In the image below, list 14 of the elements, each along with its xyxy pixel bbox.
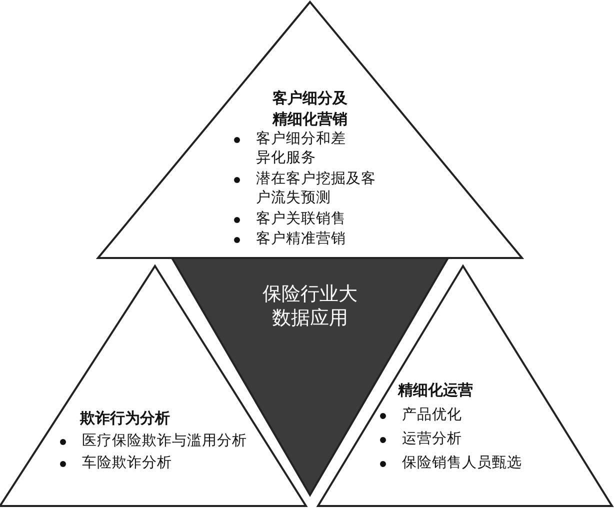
panel-heading: 保险行业大数据应用 (262, 282, 358, 330)
bullet-text: 客户精准营销 (256, 230, 346, 249)
bullet-text: 车险欺诈分析 (82, 454, 172, 473)
bullet-text: 潜在客户挖掘及客户流失预测 (256, 170, 376, 208)
panel-heading: 欺诈行为分析 (80, 408, 171, 429)
bullet-text: 保险销售人员甄选 (402, 454, 522, 473)
bullet-text: 客户关联销售 (256, 210, 346, 229)
bullet-text: 运营分析 (402, 430, 462, 449)
bullet-text: 产品优化 (402, 406, 462, 425)
bullet-text: 客户细分和差异化服务 (256, 130, 347, 168)
bullet-text: 医疗保险欺诈与滥用分析 (82, 432, 247, 451)
panel-heading: 客户细分及精细化营销 (271, 88, 348, 130)
triangle-panel (98, 2, 522, 258)
panel-heading: 精细化运营 (398, 380, 474, 401)
